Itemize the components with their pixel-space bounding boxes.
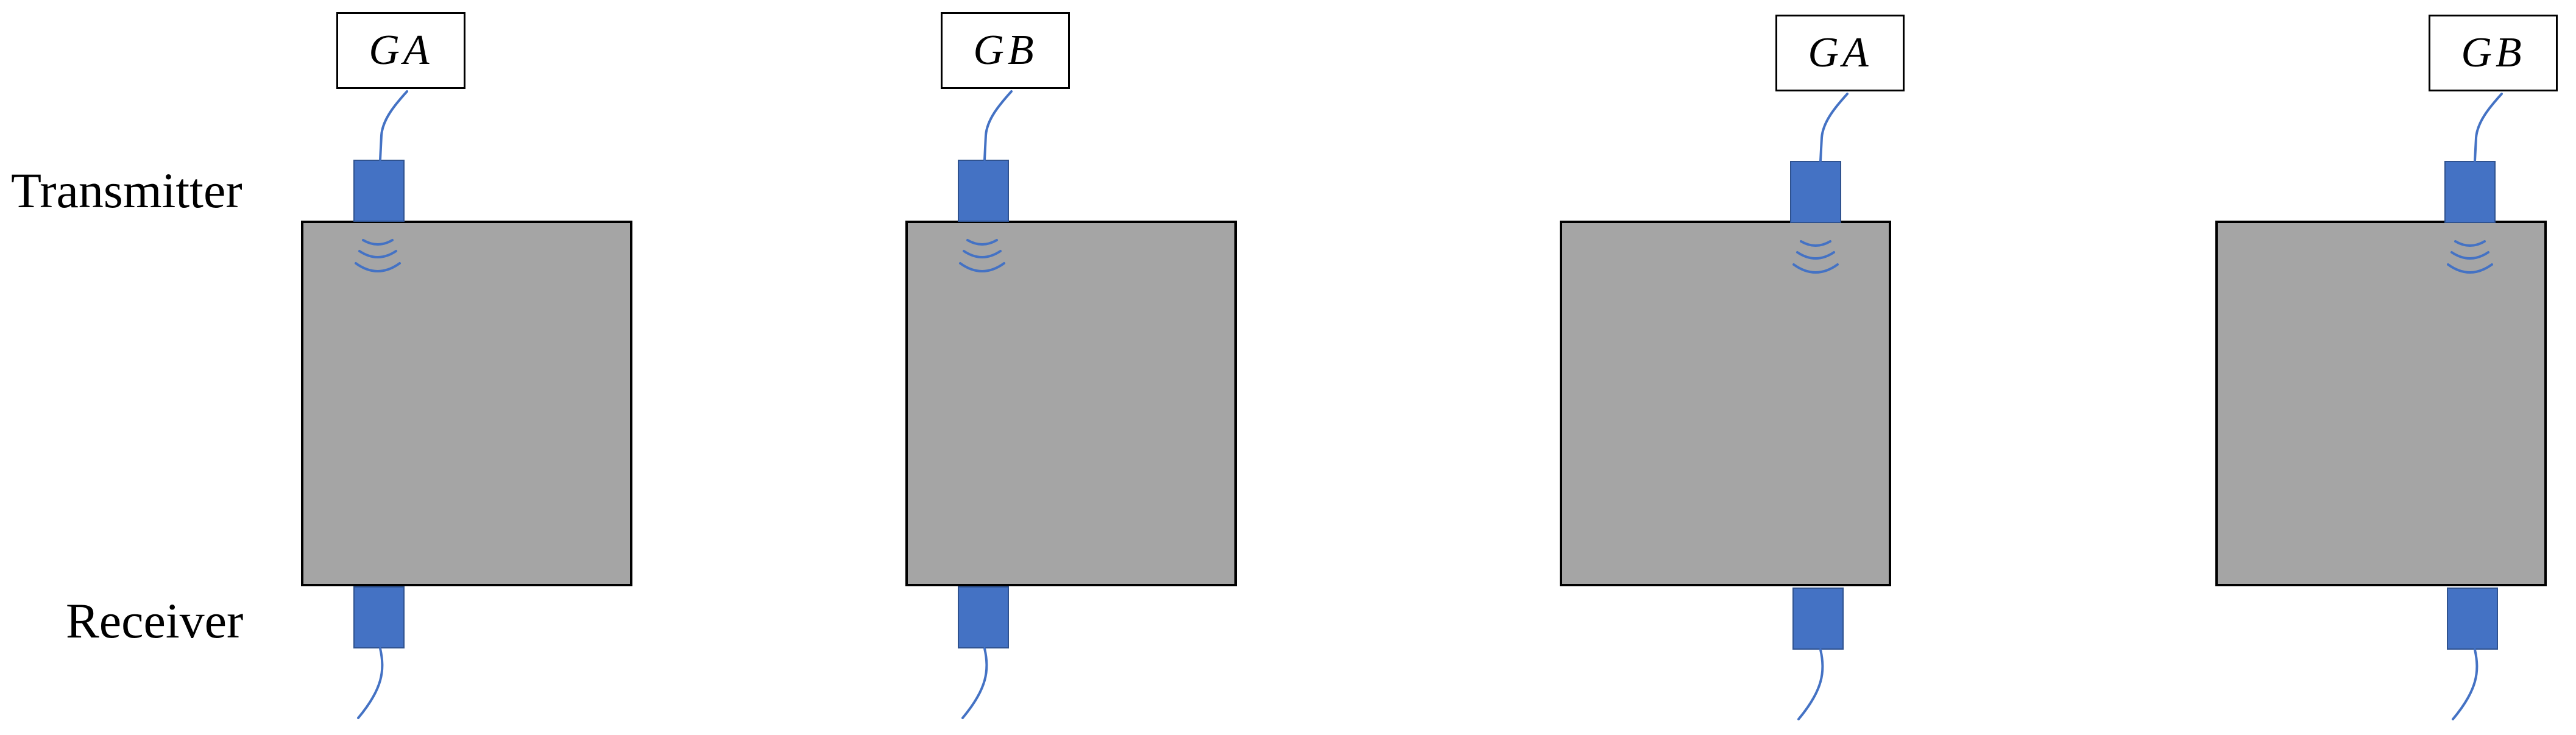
transmitter-transducer	[958, 160, 1009, 222]
transmitter-label: Transmitter	[11, 163, 242, 218]
generator-label: GA	[369, 27, 433, 74]
receiver-label: Receiver	[66, 593, 244, 648]
transmitter-transducer	[353, 160, 405, 222]
specimen-block	[2215, 221, 2547, 586]
transmitter-cable	[2474, 93, 2503, 162]
generator-label: GA	[1808, 29, 1872, 76]
transmitter-transducer	[2444, 161, 2496, 223]
generator-label: GB	[973, 27, 1038, 74]
receiver-cable	[357, 647, 384, 719]
transmitter-transducer	[1790, 161, 1841, 223]
receiver-transducer	[353, 586, 405, 648]
receiver-transducer	[1792, 588, 1844, 650]
specimen-block	[1560, 221, 1891, 586]
transmitter-cable	[983, 90, 1013, 161]
receiver-cable	[961, 647, 988, 719]
generator-box: GA	[336, 12, 465, 89]
transmitter-cable	[379, 90, 408, 161]
generator-label: GB	[2461, 29, 2525, 76]
transmitter-cable	[1819, 93, 1849, 162]
generator-box: GB	[2429, 15, 2558, 91]
receiver-cable	[1797, 648, 1824, 720]
receiver-cable	[2452, 648, 2479, 720]
specimen-block	[905, 221, 1237, 586]
generator-box: GB	[941, 12, 1070, 89]
generator-box: GA	[1775, 15, 1905, 91]
specimen-block	[301, 221, 632, 586]
receiver-transducer	[958, 586, 1009, 648]
receiver-transducer	[2447, 588, 2498, 650]
